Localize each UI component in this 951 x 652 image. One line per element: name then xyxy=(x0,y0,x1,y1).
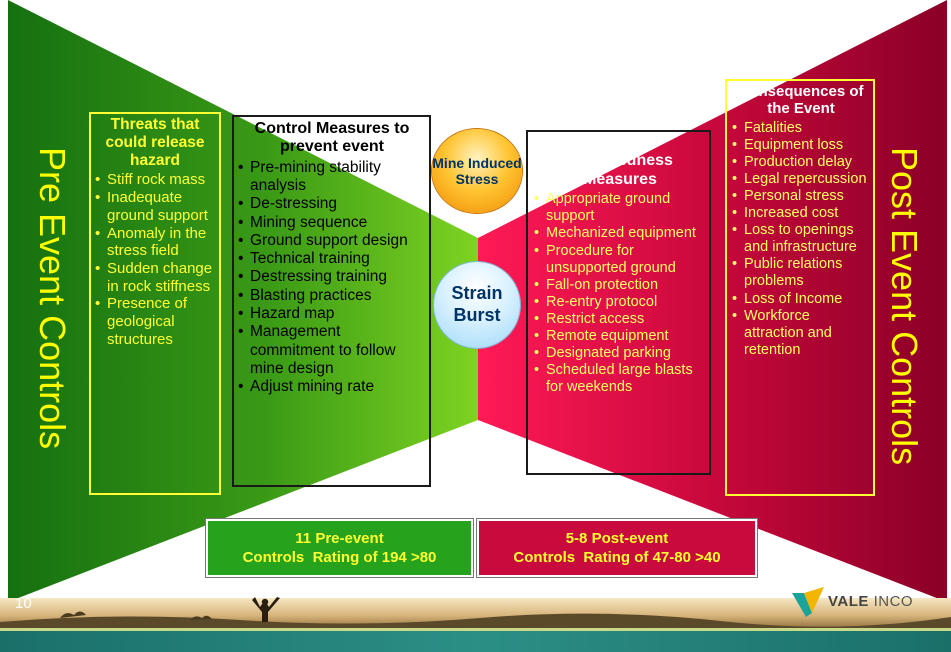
consequence-item: Personal stress xyxy=(732,188,870,205)
control-measure-item: Pre-mining stability analysis xyxy=(238,159,426,196)
control-measure-item: Ground support design xyxy=(238,232,426,251)
logo-word-inco: INCO xyxy=(873,593,914,610)
threat-item: Presence of geological structures xyxy=(95,295,215,348)
recovery-item: Remote equipment xyxy=(534,328,706,345)
pre-event-rating-box: 11 Pre-event Controls Rating of 194 >80 xyxy=(205,518,474,578)
consequences-list: Fatalities Equipment loss Production del… xyxy=(732,120,870,360)
threat-item: Sudden change in rock stiffness xyxy=(95,260,215,295)
consequence-item: Production delay xyxy=(732,154,870,171)
threats-list: Stiff rock mass Inadequate ground suppor… xyxy=(95,171,215,348)
consequence-item: Legal repercussion xyxy=(732,171,870,188)
post-event-rating-line1: 5-8 Post-event xyxy=(565,529,669,547)
recovery-item: Designated parking xyxy=(534,345,706,362)
vale-inco-logo-icon xyxy=(792,587,824,617)
pre-event-rating-line2: Controls Rating of 194 >80 xyxy=(242,549,437,566)
control-measure-item: Adjust mining rate xyxy=(238,378,426,397)
consequence-item: Increased cost xyxy=(732,205,870,222)
pre-event-rating-line1: 11 Pre-event xyxy=(295,529,384,547)
recovery-list: Appropriate ground support Mechanized eq… xyxy=(534,191,706,396)
mine-induced-stress-circle: Mine Induced Stress xyxy=(432,129,522,213)
consequences-heading: Consequences of the Event xyxy=(738,83,864,118)
person-silhouette xyxy=(252,597,280,622)
consequence-item: Public relations problems xyxy=(732,256,870,290)
recovery-item: Fall-on protection xyxy=(534,277,706,294)
threats-heading: Threats that could release hazard xyxy=(105,116,205,169)
control-measure-item: Technical training xyxy=(238,250,426,269)
threat-item: Inadequate ground support xyxy=(95,189,215,224)
threat-item: Anomaly in the stress field xyxy=(95,225,215,260)
consequence-item: Loss to openings and infrastructure xyxy=(732,222,870,256)
consequences-box: Consequences of the Event Fatalities Equ… xyxy=(725,79,875,496)
control-measures-list: Pre-mining stability analysis De-stressi… xyxy=(238,159,426,397)
logo-text: VALE INCO xyxy=(828,593,913,610)
recovery-item: Restrict access xyxy=(534,311,706,328)
control-measures-box: Control Measures to prevent event Pre-mi… xyxy=(232,115,431,487)
recovery-box: Recovery/ Preparedness Measures Appropri… xyxy=(526,130,711,475)
recovery-item: Procedure for unsupported ground xyxy=(534,243,706,277)
control-measures-heading: Control Measures to prevent event xyxy=(254,120,410,156)
pre-event-title: Pre Event Controls xyxy=(32,147,73,450)
slide-number: 10 xyxy=(15,595,32,612)
control-measure-item: Hazard map xyxy=(238,305,426,324)
post-event-title: Post Event Controls xyxy=(884,147,925,466)
recovery-item: Re-entry protocol xyxy=(534,294,706,311)
post-event-rating-line2: Controls Rating of 47-80 >40 xyxy=(513,549,721,566)
consequence-item: Loss of Income xyxy=(732,291,870,308)
control-measure-item: Mining sequence xyxy=(238,214,426,233)
recovery-item: Mechanized equipment xyxy=(534,225,706,242)
logo-word-vale: VALE xyxy=(828,593,869,610)
consequence-item: Workforce attraction and retention xyxy=(732,308,870,359)
recovery-item: Scheduled large blasts for weekends xyxy=(534,362,706,396)
recovery-heading: Recovery/ Preparedness Measures xyxy=(567,134,673,188)
recovery-item: Appropriate ground support xyxy=(534,191,706,225)
post-event-rating-box: 5-8 Post-event Controls Rating of 47-80 … xyxy=(476,518,758,578)
control-measure-item: De-stressing xyxy=(238,195,426,214)
consequence-item: Fatalities xyxy=(732,120,870,137)
control-measure-item: Management commitment to follow mine des… xyxy=(238,323,426,378)
control-measure-item: Blasting practices xyxy=(238,287,426,306)
footer-band xyxy=(0,630,951,652)
control-measure-item: Destressing training xyxy=(238,268,426,287)
consequence-item: Equipment loss xyxy=(732,137,870,154)
threat-item: Stiff rock mass xyxy=(95,171,215,189)
strain-burst-circle: Strain Burst xyxy=(434,262,520,348)
threats-box: Threats that could release hazard Stiff … xyxy=(89,112,221,495)
